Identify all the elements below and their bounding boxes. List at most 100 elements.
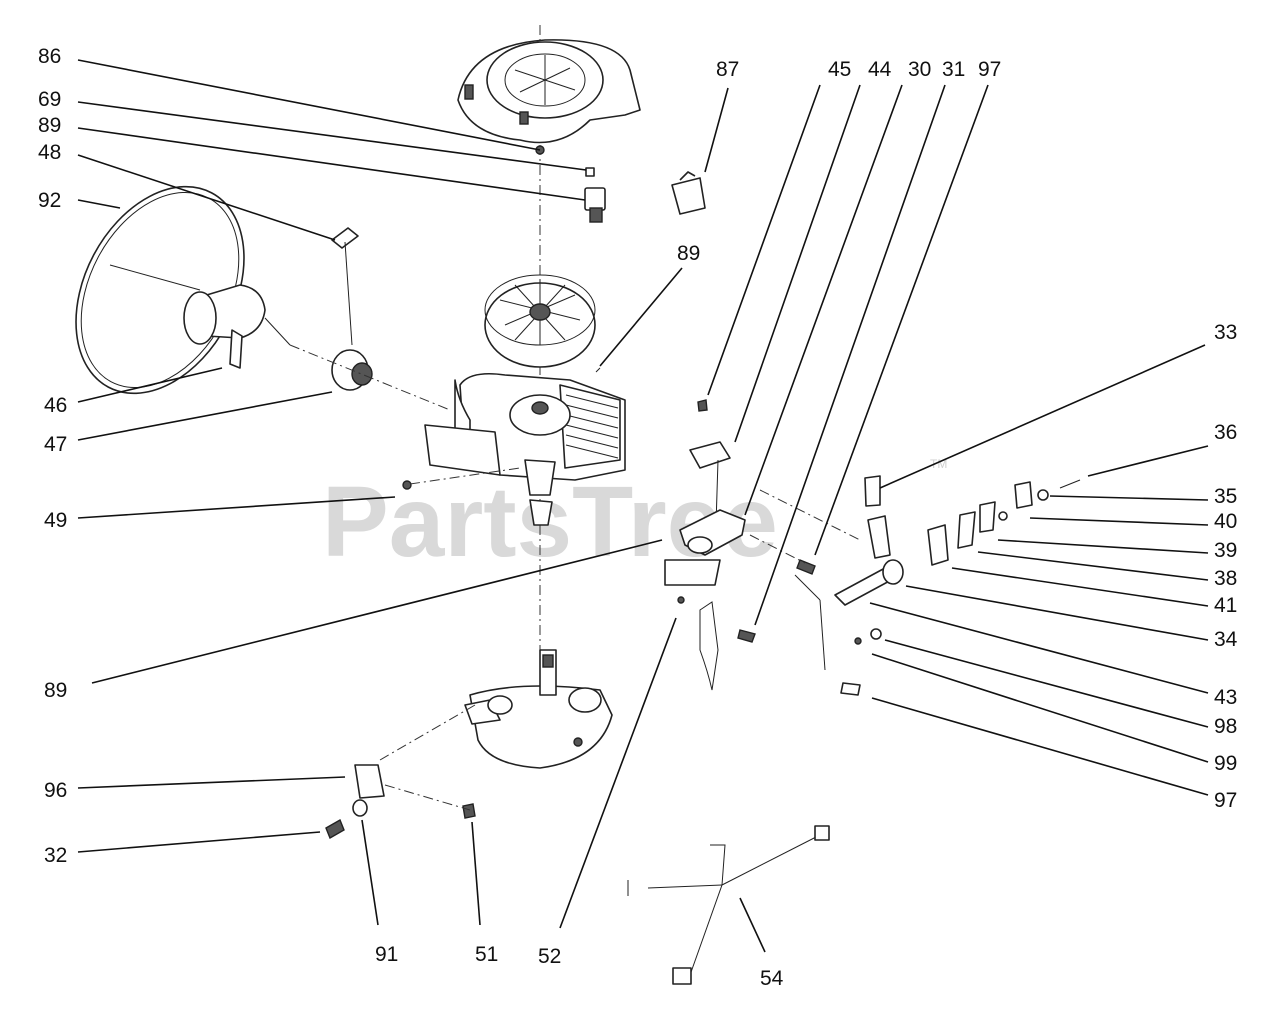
plate-41-part [927,524,949,566]
svg-text:39: 39 [1214,539,1237,562]
callout-33: 33 [879,321,1237,489]
callout-45: 45 [707,58,851,396]
callout-32: 32 [44,831,321,867]
callout-96: 96 [44,776,346,802]
washer-98-part [854,637,862,645]
svg-text:49: 49 [44,509,67,532]
svg-text:89: 89 [44,679,67,702]
callout-35: 35 [1049,485,1237,508]
svg-text:89: 89 [38,114,61,137]
callout-41: 41 [951,567,1237,617]
callout-92: 92 [38,189,121,212]
bracket-96-guide [379,704,476,761]
washer-91-part [352,799,368,817]
callout-47: 47 [44,391,333,456]
svg-text:97: 97 [978,58,1001,81]
svg-text:92: 92 [38,189,61,212]
svg-text:87: 87 [716,58,739,81]
svg-text:43: 43 [1214,686,1237,709]
callout-97-top: 97 [814,58,1001,556]
belt-92-guide [109,264,201,291]
svg-text:98: 98 [1214,715,1237,738]
pin-33-part [864,475,881,507]
callout-46: 46 [44,367,223,417]
callout-31: 31 [754,58,965,626]
starter-axis-line [289,344,451,411]
key-89-part [595,367,601,373]
lever-33-part [867,515,891,559]
callout-99: 99 [871,653,1237,775]
svg-text:52: 52 [538,945,561,968]
carb-bracket-30-part [679,509,746,556]
callout-51: 51 [471,821,498,966]
svg-text:38: 38 [1214,567,1237,590]
svg-text:32: 32 [44,844,67,867]
svg-text:45: 45 [828,58,851,81]
svg-text:33: 33 [1214,321,1237,344]
svg-text:46: 46 [44,394,67,417]
callout-43: 43 [869,602,1237,709]
callout-86: 86 [38,45,541,151]
nut-51-guide [384,784,471,811]
engine-block-part [424,372,626,526]
svg-text:91: 91 [375,943,398,966]
base-plate-part [464,649,613,769]
callout-98: 98 [884,639,1237,738]
callout-39: 39 [997,539,1237,562]
callout-34: 34 [905,585,1238,651]
svg-text:99: 99 [1214,752,1237,775]
svg-text:34: 34 [1214,628,1238,651]
svg-text:97: 97 [1214,789,1237,812]
svg-text:40: 40 [1214,510,1237,533]
bolt-49-part [402,480,412,490]
callout-44: 44 [734,58,892,443]
washer-35-part [1037,489,1049,501]
svg-text:96: 96 [44,779,67,802]
callout-54: 54 [739,897,784,990]
nut-69-part [585,167,595,177]
svg-text:47: 47 [44,433,67,456]
callout-49: 49 [44,496,396,532]
screw-97b-part [840,682,861,696]
callout-89-right: 89 [599,242,700,367]
callout-87: 87 [704,58,739,173]
svg-text:44: 44 [868,58,892,81]
callout-89-top: 89 [38,114,586,201]
carb-guide-c [794,574,821,601]
svg-text:41: 41 [1214,594,1237,617]
starter-46-part [183,284,291,369]
callout-91: 91 [361,819,398,966]
pulley-47-part [331,349,373,391]
link-39-part [979,501,996,533]
nut-99-part [870,628,882,640]
svg-text:30: 30 [908,58,931,81]
callout-30: 30 [744,58,931,516]
callout-97-bottom: 97 [871,697,1237,812]
svg-text:54: 54 [760,967,784,990]
callout-40: 40 [1029,510,1237,533]
svg-text:86: 86 [38,45,61,68]
callout-69: 69 [38,88,587,171]
screw-31-part [737,629,756,643]
gasket-52-part [664,559,721,586]
bolt-32-part [325,818,345,840]
plate-38-part [957,511,976,549]
wire-harness-54-part [627,825,830,985]
callout-48: 48 [38,141,336,241]
governor-44-part [689,441,731,469]
callout-52: 52 [538,617,677,968]
connector-89-part [584,187,606,223]
screw-36-part [1059,479,1081,489]
callout-89-left: 89 [44,539,663,702]
svg-text:35: 35 [1214,485,1237,508]
bolt-49-guide [409,467,521,485]
clip-35-part [1014,481,1033,509]
svg-text:89: 89 [677,242,700,265]
bracket-96-part [354,764,385,799]
washer-52-part [677,596,685,604]
clip-48-guide [344,241,353,346]
link-52-part [699,601,719,691]
svg-text:51: 51 [475,943,498,966]
callout-36: 36 [1087,421,1237,477]
